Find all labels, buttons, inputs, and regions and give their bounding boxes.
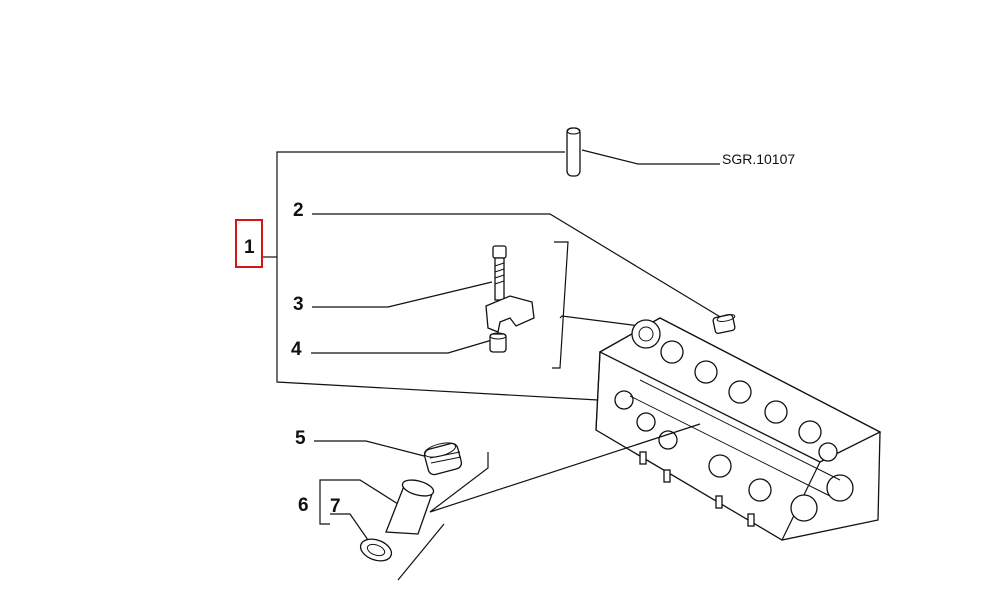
callout-4-label[interactable]: 4 — [291, 339, 302, 360]
callout-5-label[interactable]: 5 — [295, 428, 306, 449]
plug-part-2 — [712, 314, 736, 334]
callout-1[interactable]: 1 — [235, 219, 263, 268]
leader-line-3 — [312, 281, 493, 308]
bushing-part-4 — [489, 332, 507, 353]
valve-guide-part-6 — [385, 479, 435, 535]
callout-6-label[interactable]: 6 — [298, 495, 309, 516]
leader-line-6 — [330, 479, 399, 505]
bracket-sub-assembly-6-7 — [319, 479, 330, 525]
seal-ring-part-7 — [359, 538, 393, 562]
leader-line-2 — [312, 213, 723, 319]
callout-1-label: 1 — [244, 237, 255, 258]
callout-7-label[interactable]: 7 — [330, 496, 341, 517]
callout-1-highlight — [235, 219, 263, 268]
ref-code-label: SGR.10107 — [722, 151, 795, 167]
leader-line-7 — [330, 513, 369, 541]
leader-line-4 — [311, 339, 493, 354]
bracket-sub-assembly — [552, 241, 569, 369]
callout-3-label[interactable]: 3 — [293, 294, 304, 315]
bracket-assembly-1 — [262, 151, 599, 401]
dowel-pin-part — [566, 127, 720, 177]
callout-2-label[interactable]: 2 — [293, 200, 304, 221]
leader-line-to-head — [397, 523, 445, 581]
bracket-to-head-line — [429, 423, 701, 513]
leader-line-5 — [314, 440, 433, 459]
cylinder-head-part — [559, 315, 882, 541]
valve-seat-part-5 — [423, 442, 463, 476]
screw-and-clamp-part-3 — [485, 245, 535, 333]
